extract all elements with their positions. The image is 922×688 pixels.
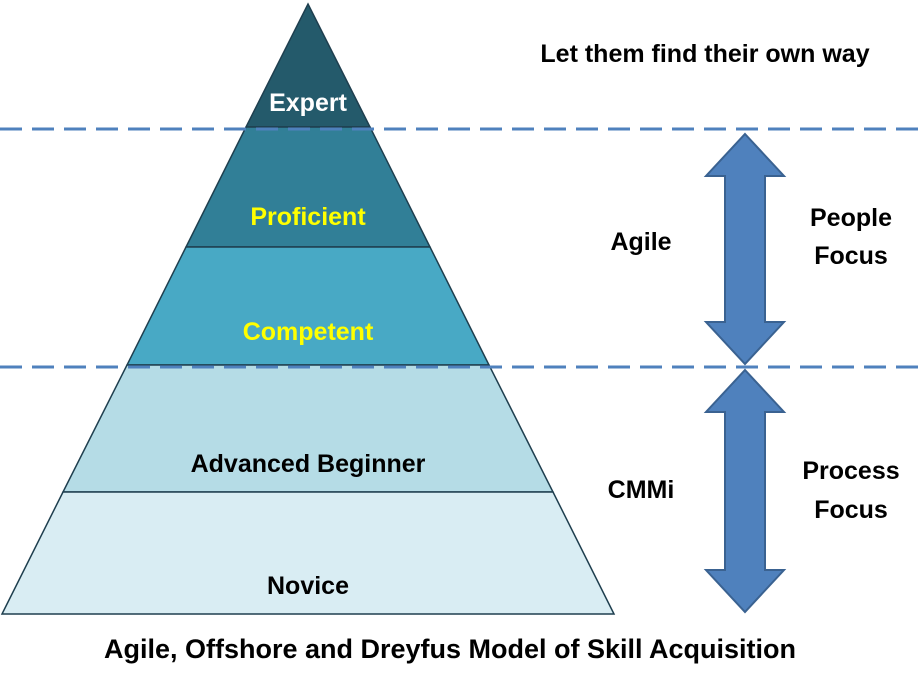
pyramid: Expert Proficient Competent Advanced Beg… — [0, 2, 616, 615]
level-label-advanced-beginner: Advanced Beginner — [191, 450, 426, 478]
top-note: Let them find their own way — [540, 40, 869, 68]
pyramid-level-competent — [125, 246, 491, 366]
people-focus-line1: People — [810, 204, 892, 232]
process-focus-line2: Focus — [814, 496, 888, 524]
level-label-expert: Expert — [269, 89, 347, 117]
level-label-proficient: Proficient — [250, 203, 366, 231]
people-focus-line2: Focus — [814, 242, 888, 270]
level-label-novice: Novice — [267, 572, 349, 600]
agile-label: Agile — [610, 228, 671, 256]
process-focus-line1: Process — [802, 457, 899, 485]
level-label-competent: Competent — [243, 318, 374, 346]
caption: Agile, Offshore and Dreyfus Model of Ski… — [104, 634, 796, 664]
pyramid-level-novice — [0, 491, 616, 615]
cmmi-label: CMMi — [608, 476, 675, 504]
people-focus-double-arrow — [703, 132, 787, 366]
process-focus-double-arrow — [703, 368, 787, 614]
